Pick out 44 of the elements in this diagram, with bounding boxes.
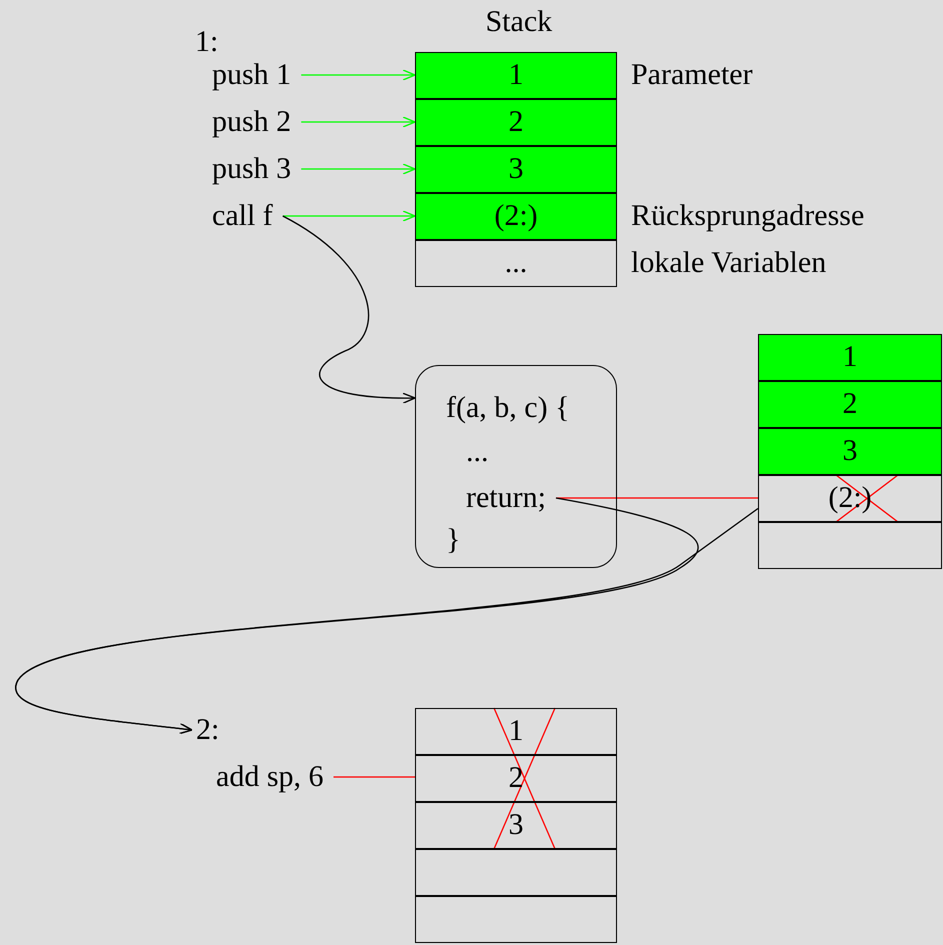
arrow bbox=[301, 116, 416, 128]
code-line: ... bbox=[466, 432, 488, 472]
cell-value: 2 bbox=[508, 761, 524, 794]
cell-value: ... bbox=[504, 246, 528, 279]
cell-value: 1 bbox=[508, 714, 524, 747]
code-line: } bbox=[446, 520, 460, 560]
arrow bbox=[301, 69, 416, 81]
stack-cell bbox=[415, 849, 617, 896]
cell-value: 3 bbox=[508, 808, 524, 841]
connector-line bbox=[556, 497, 758, 499]
arrow bbox=[301, 163, 416, 175]
arrow bbox=[282, 210, 416, 222]
annotation-text: Rücksprungadresse bbox=[631, 198, 864, 234]
stack-cell bbox=[415, 708, 617, 755]
stack-title: Stack bbox=[486, 4, 552, 40]
stack-cell bbox=[415, 896, 617, 943]
code-line: 2: bbox=[196, 710, 220, 750]
code-line: call f bbox=[212, 196, 273, 236]
arrow bbox=[282, 215, 416, 404]
stack-cell bbox=[415, 755, 617, 802]
cell-value: 1 bbox=[508, 58, 524, 91]
annotation-text: lokale Variablen bbox=[631, 245, 826, 281]
stack-cell bbox=[415, 99, 617, 146]
function-box bbox=[415, 365, 617, 568]
stack-cell bbox=[758, 428, 942, 475]
cell-value: 3 bbox=[842, 434, 858, 467]
connector-line bbox=[334, 776, 415, 778]
code-line: f(a, b, c) { bbox=[446, 388, 570, 428]
cell-value: 2 bbox=[508, 105, 524, 138]
code-line: return; bbox=[466, 478, 546, 518]
code-line: add sp, 6 bbox=[216, 757, 324, 797]
stack-cell bbox=[758, 475, 942, 522]
code-line: push 3 bbox=[212, 149, 292, 189]
annotation-text: Parameter bbox=[631, 57, 753, 93]
cell-value: (2:) bbox=[494, 199, 538, 232]
stack-cell bbox=[758, 381, 942, 428]
cell-value: 2 bbox=[842, 387, 858, 420]
stack-cell bbox=[758, 334, 942, 381]
cell-value: 3 bbox=[508, 152, 524, 185]
stack-cell bbox=[415, 146, 617, 193]
stack-cell bbox=[415, 802, 617, 849]
stack-cell bbox=[758, 522, 942, 569]
cell-value: 1 bbox=[842, 340, 858, 373]
code-line: push 2 bbox=[212, 102, 292, 142]
